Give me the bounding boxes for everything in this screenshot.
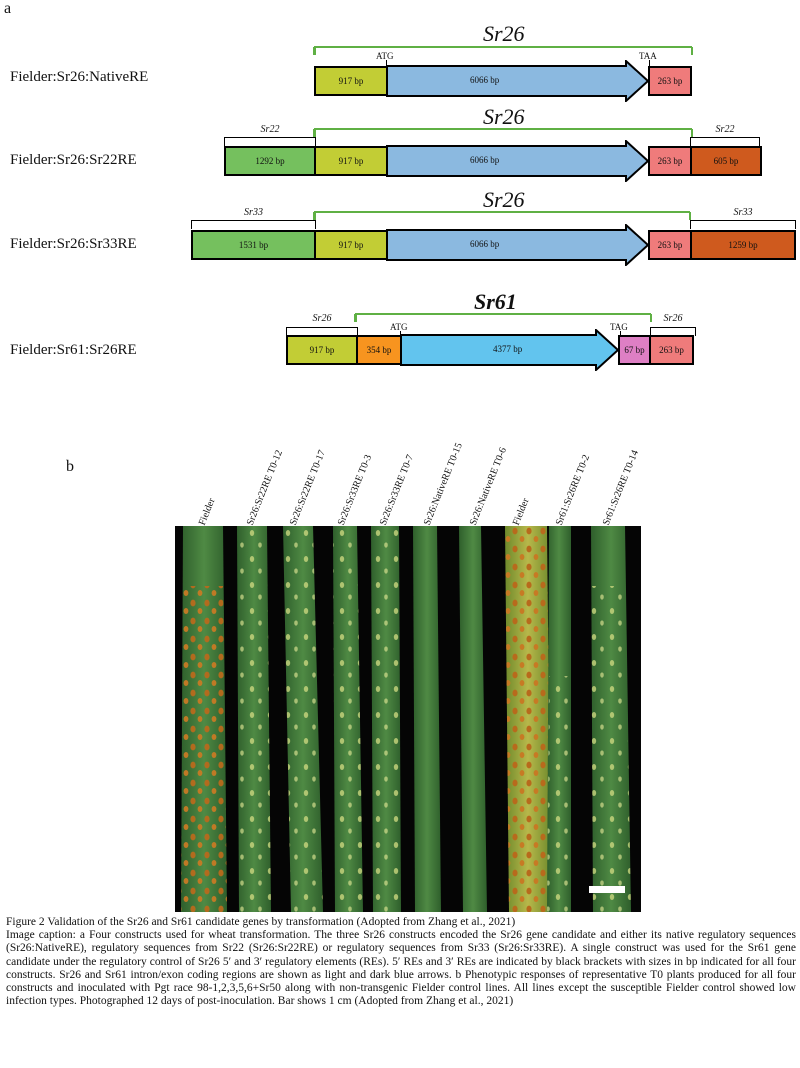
scale-bar (589, 886, 625, 893)
coding-size: 6066 bp (470, 75, 500, 85)
panel-a-label: a (4, 0, 12, 17)
bracket-5 (224, 137, 316, 146)
gene-title: Sr26 (483, 187, 525, 212)
promoter-segment: 917 bp (314, 146, 388, 176)
stop-codon: TAA (639, 51, 657, 61)
caption-body: Image caption: a Four constructs used fo… (6, 929, 796, 1008)
bracket-3-label: Sr33 (733, 207, 753, 218)
gene-span-line (313, 46, 693, 55)
bracket-3 (690, 220, 796, 229)
sample-label: Fielder (510, 496, 532, 527)
terminator-segment: 263 bp (649, 335, 694, 365)
construct-label: Fielder:Sr61:Sr26RE (10, 342, 137, 358)
coding-arrow (386, 60, 650, 102)
gene-span-line (313, 128, 693, 137)
sample-label: Sr26:NativeRE T0-6 (467, 446, 510, 527)
leaf-photo (175, 526, 641, 912)
bracket-5-label: Sr26 (312, 313, 332, 324)
gene-span-line (313, 211, 691, 220)
figure-caption: Figure 2 Validation of the Sr26 and Sr61… (6, 916, 796, 1008)
terminator-segment: 263 bp (648, 146, 692, 176)
start-codon: ATG (390, 322, 408, 332)
coding-size: 4377 bp (493, 344, 523, 354)
sample-label: Sr26:Sr22RE T0-17 (287, 448, 329, 527)
sample-label: Sr61:Sr26RE T0-2 (553, 453, 593, 527)
stop-tick (620, 331, 621, 337)
promoter-segment: 917 bp (314, 66, 388, 96)
utr3-segment: 67 bp (618, 335, 651, 365)
re3-segment: 1259 bp (690, 230, 796, 260)
re3-segment: 605 bp (690, 146, 762, 176)
stop-codon: TAG (610, 322, 628, 332)
sample-label: Sr26:Sr22RE T0-12 (244, 448, 286, 527)
gene-title: Sr26 (483, 104, 525, 129)
bracket-3 (650, 327, 696, 336)
construct-label: Fielder:Sr26:Sr33RE (10, 236, 137, 252)
bracket-3-label: Sr26 (663, 313, 683, 324)
coding-size: 6066 bp (470, 239, 500, 249)
terminator-segment: 263 bp (648, 230, 692, 260)
construct-label: Fielder:Sr26:Sr22RE (10, 152, 137, 168)
coding-size: 6066 bp (470, 155, 500, 165)
bracket-3 (690, 137, 760, 146)
bracket-5 (286, 327, 358, 336)
sample-label: Sr61:Sr26RE T0-14 (600, 448, 642, 527)
sample-label: Sr26:Sr33RE T0-7 (377, 453, 417, 527)
stop-tick (649, 60, 650, 67)
coding-arrow (386, 224, 650, 266)
promoter-segment: 917 bp (314, 230, 388, 260)
gene-title: Sr26 (483, 21, 525, 46)
utr5-segment: 354 bp (356, 335, 402, 365)
sample-label: Sr26:Sr33RE T0-3 (335, 453, 375, 527)
re5-segment: 917 bp (286, 335, 358, 365)
panel-b-label: b (66, 458, 74, 475)
gene-title: Sr61 (474, 289, 517, 314)
sample-label: Fielder (196, 496, 218, 527)
gene-span-line (354, 313, 652, 322)
bracket-5 (191, 220, 316, 229)
coding-arrow (386, 140, 650, 182)
terminator-segment: 263 bp (648, 66, 692, 96)
re5-segment: 1292 bp (224, 146, 316, 176)
sample-label: Sr26:NativeRE T0-15 (421, 441, 465, 527)
coding-arrow (400, 329, 620, 371)
start-codon: ATG (376, 51, 394, 61)
caption-title: Figure 2 Validation of the Sr26 and Sr61… (6, 916, 516, 928)
bracket-3-label: Sr22 (715, 124, 735, 135)
bracket-5-label: Sr33 (244, 207, 263, 218)
re5-segment: 1531 bp (191, 230, 316, 260)
construct-label: Fielder:Sr26:NativeRE (10, 69, 149, 85)
start-tick (386, 60, 387, 67)
bracket-5-label: Sr22 (260, 124, 280, 135)
